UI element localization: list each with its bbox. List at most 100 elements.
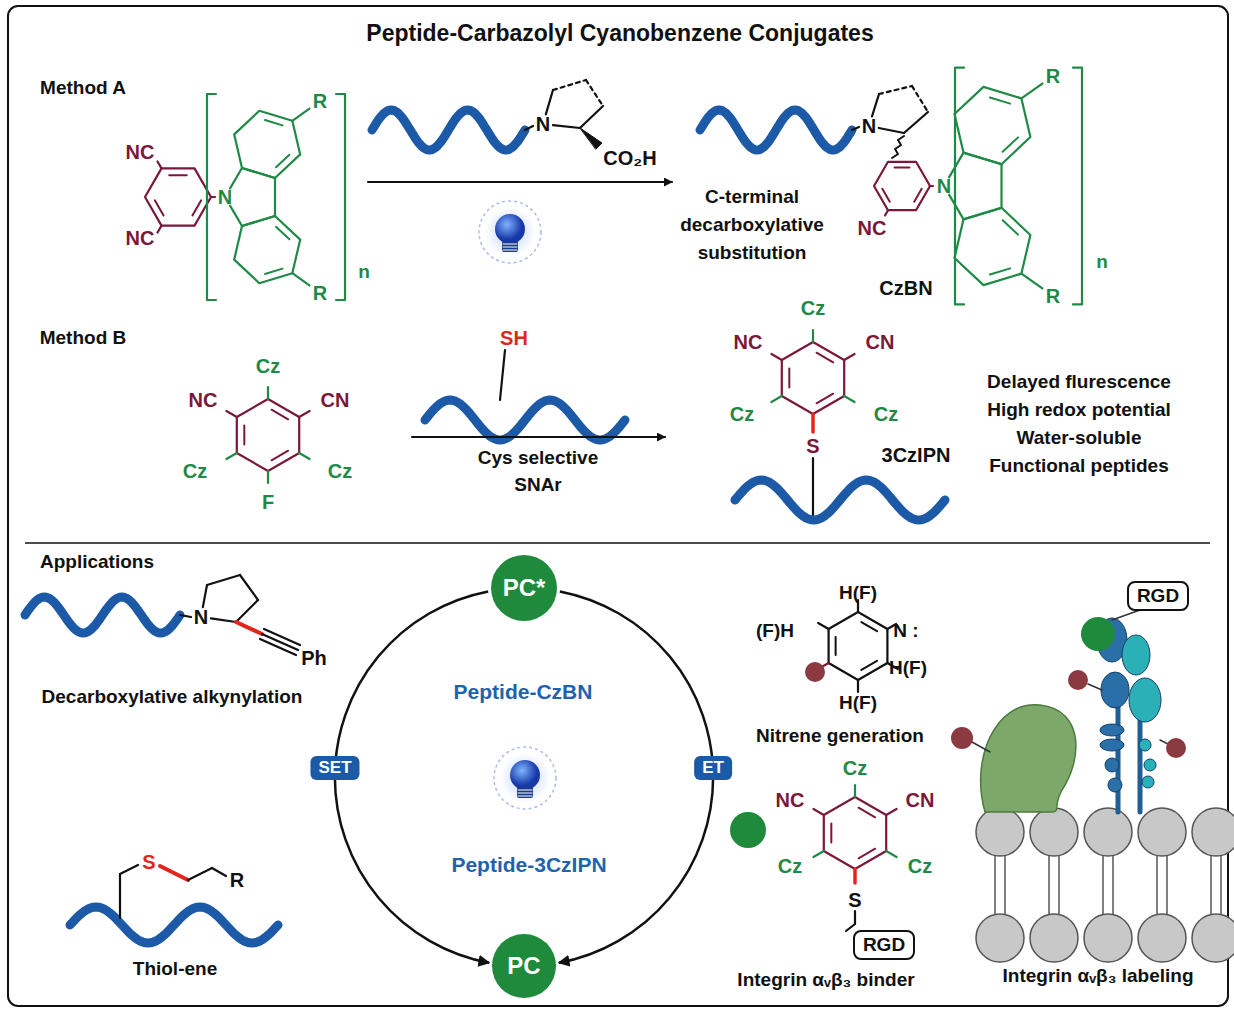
diagram-label: R	[313, 282, 327, 305]
diagram-label: N	[194, 606, 208, 629]
lipid-head	[1084, 914, 1132, 962]
bond-line	[236, 600, 258, 622]
diagram-label: F	[262, 491, 274, 514]
peptide-box: RGD	[1127, 581, 1189, 611]
diagram-label: CN	[866, 331, 895, 354]
bond-line	[211, 618, 236, 622]
diagram-label: CN	[321, 389, 350, 412]
bond-line	[292, 109, 309, 121]
photocatalyst-dot	[1081, 617, 1115, 651]
bond-line	[267, 471, 269, 483]
diagram-label: H(F)	[839, 692, 877, 714]
peptide-box: RGD	[853, 930, 915, 960]
probe-dot	[805, 662, 825, 682]
wedge-bond	[580, 128, 602, 149]
bond-line	[812, 458, 814, 478]
diagram-label: N :	[893, 620, 918, 642]
bond-line	[299, 453, 309, 459]
bond-line	[771, 396, 781, 402]
wavy-bond	[892, 136, 904, 158]
membrane-protein	[981, 705, 1076, 812]
bond-line	[518, 790, 532, 791]
bond-line	[158, 161, 162, 168]
node-text: PC*	[503, 574, 546, 602]
bond-line	[500, 350, 505, 400]
diagram-label: Nitrene generation	[756, 725, 924, 747]
diagram-label: N	[218, 186, 232, 209]
frame	[8, 6, 1228, 1006]
bond-line	[1112, 610, 1140, 620]
integrin-domain	[1129, 678, 1161, 722]
diagram-label: Cys selective	[478, 447, 598, 469]
integrin-domain	[1100, 739, 1124, 751]
diagram-label: C-terminal decarboxylative substitution	[657, 183, 847, 267]
bulb-base	[517, 787, 533, 798]
diagram-label: Cz	[843, 757, 867, 780]
bond-line	[267, 387, 269, 399]
probe-dot	[1068, 670, 1088, 690]
bond-line	[895, 167, 910, 169]
bond-line	[192, 200, 201, 215]
bond-line	[861, 622, 877, 631]
peptide-helix	[372, 110, 525, 150]
bond-line	[1021, 84, 1042, 99]
bond-line	[211, 196, 215, 198]
bond-line	[844, 354, 854, 360]
bond-line	[276, 227, 289, 240]
light-glow	[479, 201, 541, 263]
diagram-label: NC	[858, 217, 887, 240]
bond-line	[553, 125, 580, 128]
diagram-label: NC	[776, 789, 805, 812]
bond-line	[276, 155, 289, 168]
diagram-label: Cz	[801, 297, 825, 320]
aromatic-ring	[955, 208, 1031, 285]
bond-line	[518, 796, 532, 797]
diagram-label: n	[358, 261, 370, 283]
peptide-helix	[425, 400, 625, 440]
diagram-label: Thiol-ene	[133, 958, 217, 980]
bond-line	[119, 874, 121, 918]
bond-line	[299, 411, 309, 417]
integrin-domain	[1144, 759, 1156, 771]
light-glow	[485, 207, 535, 257]
mechanism-badge: ET	[694, 756, 732, 780]
bond-line	[882, 189, 889, 202]
lipid-head	[1084, 808, 1132, 856]
bond-line	[1088, 684, 1102, 690]
bond-line	[930, 185, 933, 187]
reaction-arrow	[368, 181, 672, 183]
diagram-label: N	[937, 175, 951, 198]
bond-line	[580, 106, 603, 128]
diagram-label: CN	[906, 789, 935, 812]
diagram-label: (F)H	[756, 620, 794, 642]
bond-line	[835, 637, 837, 655]
cycle-arrow	[559, 591, 713, 962]
diagram-label: Cz	[256, 355, 280, 378]
integrin-domain	[1122, 635, 1150, 675]
integrin-domain	[1142, 776, 1154, 788]
diagram-label: S	[806, 435, 819, 458]
bond-line	[852, 127, 859, 130]
bond-line	[1021, 274, 1042, 289]
bond-line	[1004, 856, 1006, 914]
aromatic-ring	[234, 216, 300, 283]
diagram-label: CzBN	[879, 277, 932, 300]
bond-line	[886, 851, 896, 857]
bracket	[207, 94, 216, 300]
bond-line	[846, 924, 855, 931]
diagram-label: Cz	[328, 460, 352, 483]
peptide-helix	[25, 597, 180, 633]
bond-line	[272, 451, 289, 461]
bond-line	[274, 178, 276, 216]
bond-line	[1102, 856, 1104, 914]
bond-line	[188, 868, 212, 880]
diagram-label: SNAr	[514, 474, 562, 496]
divider	[25, 542, 1210, 544]
bond-line	[169, 174, 187, 176]
peptide-helix	[70, 907, 278, 943]
diagram-label: NC	[126, 141, 155, 164]
lipid-head	[1192, 808, 1234, 856]
light-glow	[494, 747, 556, 809]
lipid-head	[1138, 914, 1186, 962]
aromatic-ring	[237, 399, 299, 471]
